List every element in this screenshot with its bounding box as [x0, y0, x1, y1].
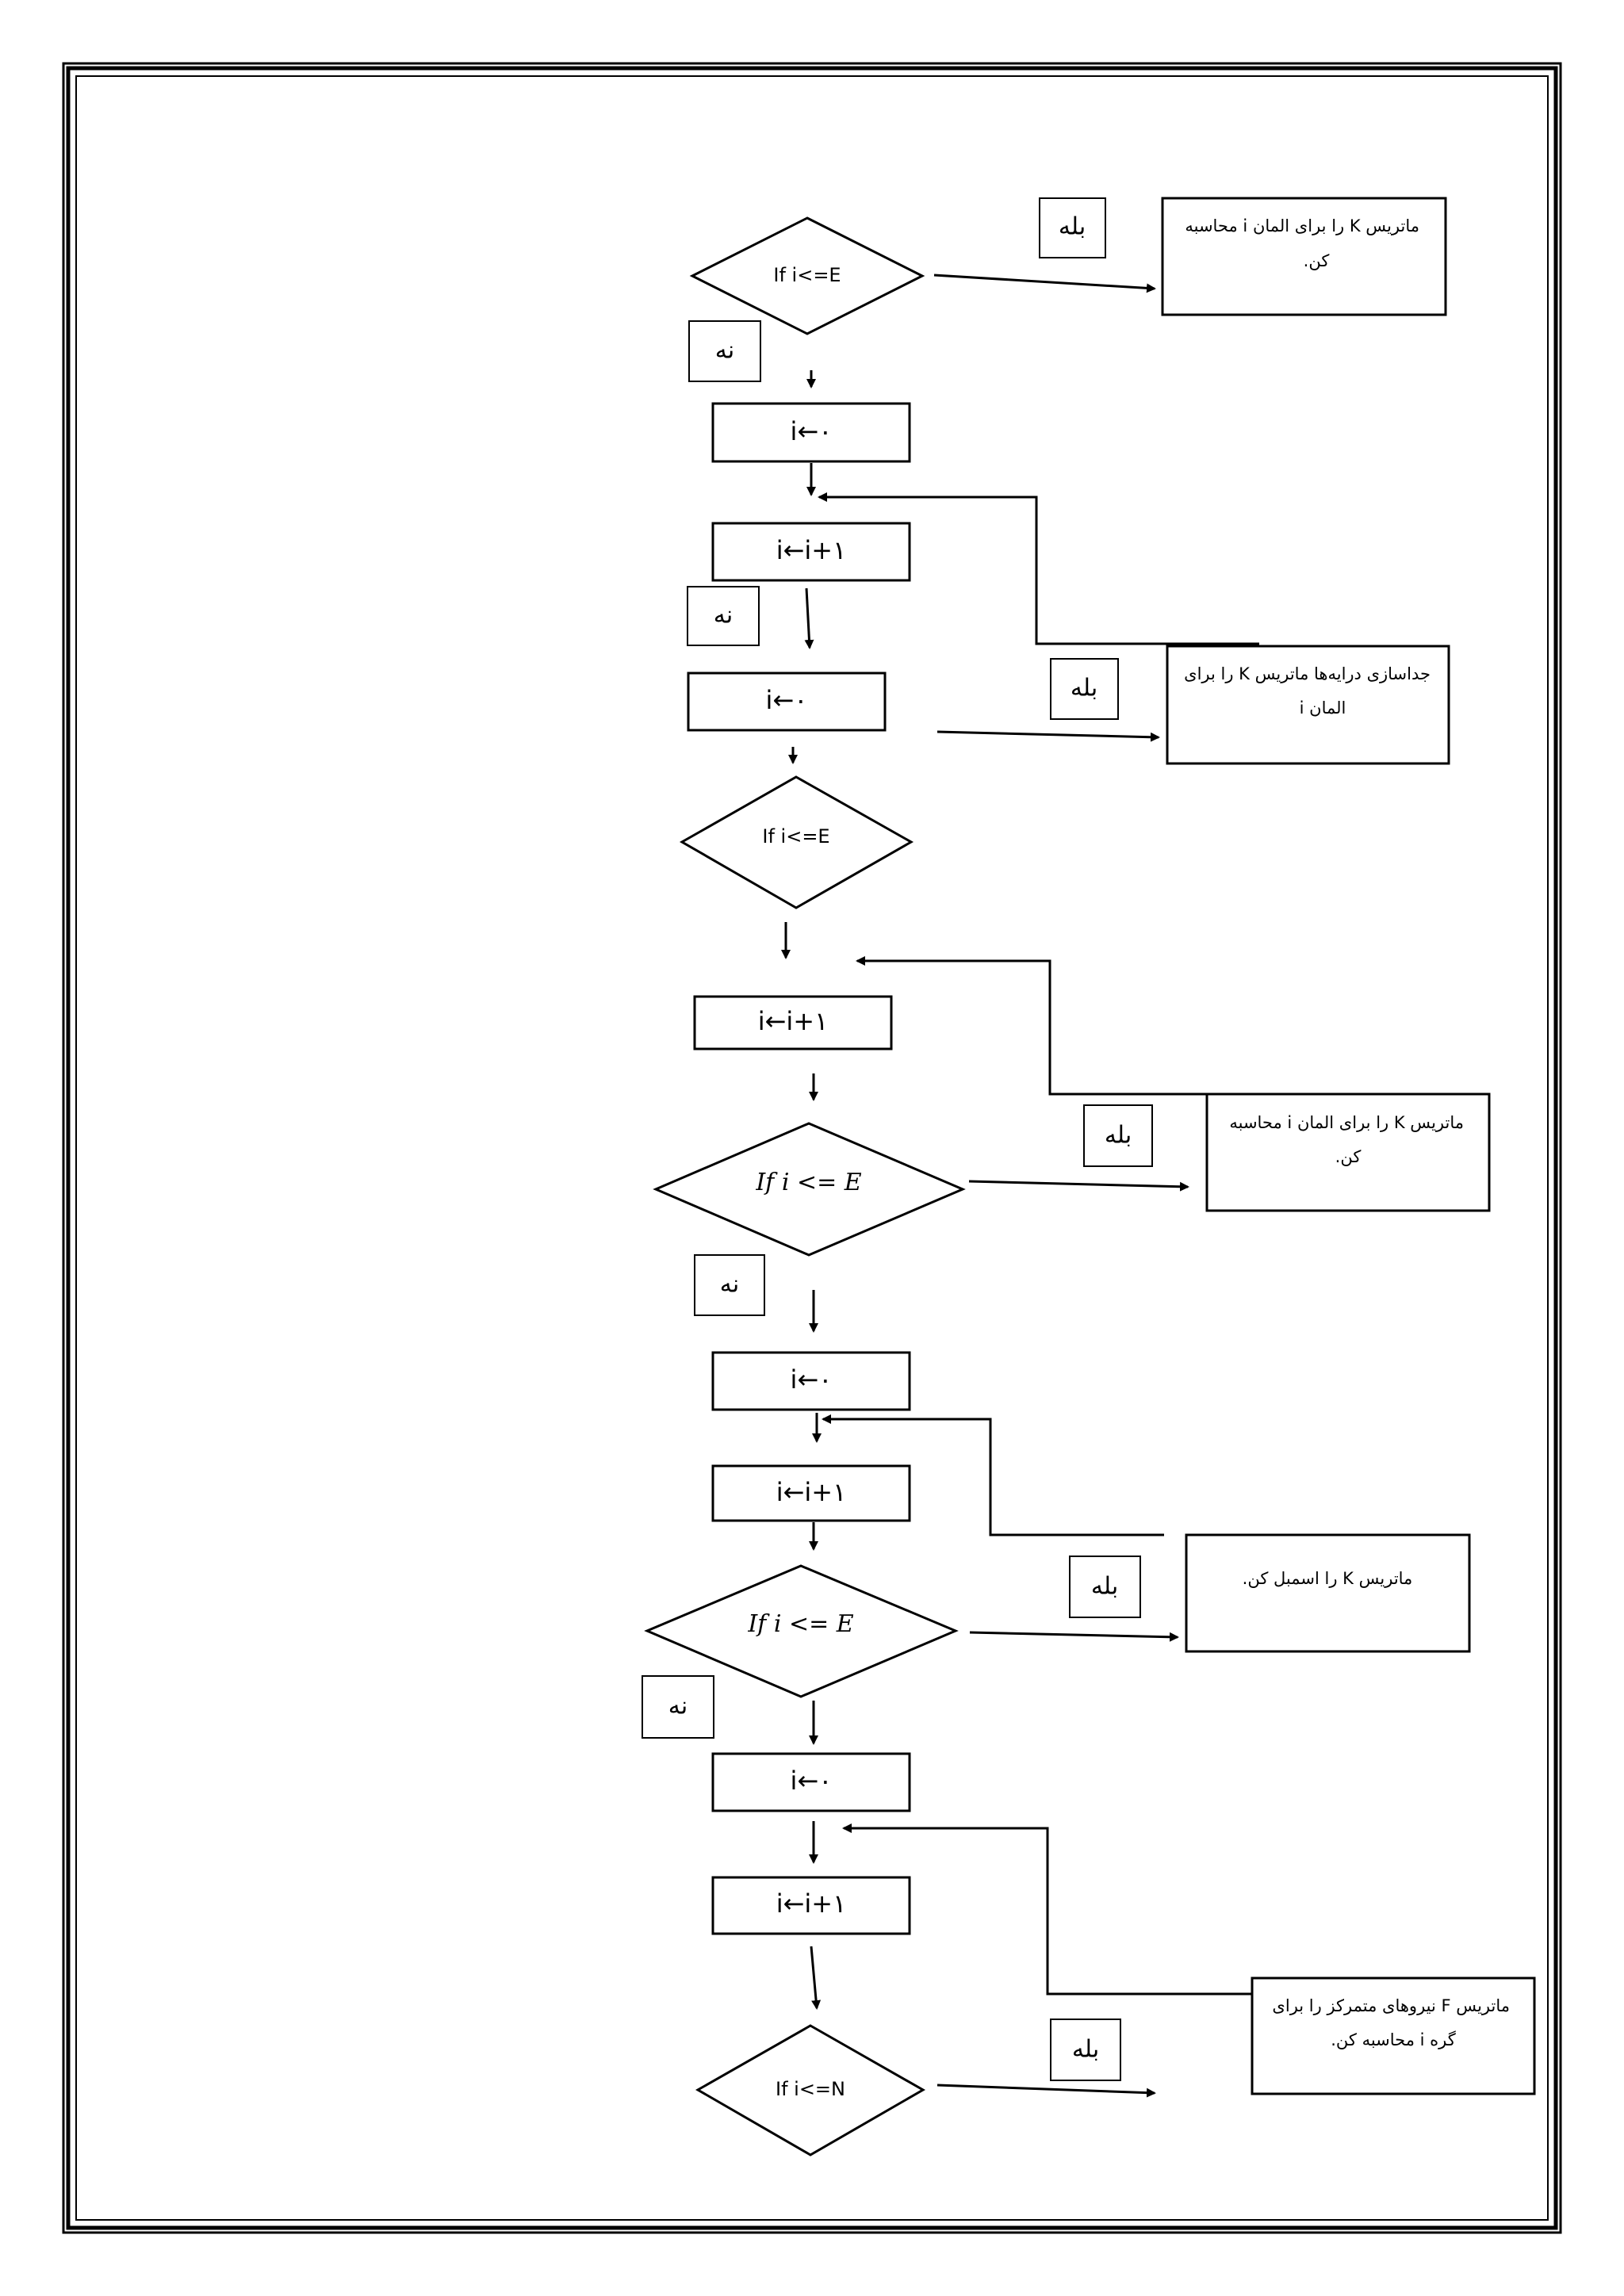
yes-label-text: بله: [1105, 1122, 1132, 1150]
yes-label-text: بله: [1072, 2036, 1099, 2064]
yes-label-text: بله: [1059, 213, 1086, 241]
process-8-label: i←i+۱: [776, 1888, 847, 1919]
process-3-label: i←۰: [766, 685, 808, 715]
process-7: i←۰: [711, 1752, 911, 1812]
decision-2-label: If i<=E: [762, 825, 829, 848]
decision-4-label: If i <= E: [747, 1610, 853, 1638]
process-2: i←i+۱: [711, 522, 911, 582]
process-8: i←i+۱: [711, 1876, 911, 1935]
process-3: i←۰: [687, 672, 887, 732]
decision-4: If i <= E: [644, 1564, 959, 1698]
arrow-yes-1: [933, 274, 1156, 293]
no-label-4: نه: [642, 1675, 714, 1739]
yes-label-text: بله: [1091, 1573, 1118, 1601]
no-label-1: نه: [688, 320, 761, 382]
side-box-3: ماتریس K را برای المان i محاسبه کن.: [1205, 1093, 1491, 1212]
decision-5-label: If i<=N: [776, 2078, 845, 2100]
process-6: i←i+۱: [711, 1464, 911, 1522]
yes-label-2: بله: [1050, 658, 1119, 720]
arrow-yes-2: [936, 730, 1160, 742]
yes-label-1: بله: [1039, 197, 1106, 258]
side-box-1-line-1: ماتریس K را برای المان i محاسبه: [1185, 216, 1419, 235]
loop-back-4: [842, 1823, 1251, 1996]
side-box-5-line-1: ماتریس F نیروهای متمرکز را برای: [1272, 1996, 1510, 2015]
loop-back-1: [818, 492, 1259, 645]
side-box-4-line-1: ماتریس K را اسمبل کن.: [1243, 1569, 1413, 1588]
arrow-yes-3: [968, 1180, 1189, 1192]
side-box-1-line-2: کن.: [1304, 251, 1330, 270]
process-4: i←i+۱: [693, 995, 893, 1050]
decision-1: If i<=E: [689, 216, 925, 335]
process-5-label: i←۰: [791, 1364, 833, 1395]
page-border: [62, 62, 1562, 2234]
side-box-1: ماتریس K را برای المان i محاسبه کن.: [1161, 197, 1447, 316]
side-box-2: جداسازی درایه‌ها ماتریس K را برای المان …: [1166, 645, 1450, 765]
no-label-3: نه: [694, 1254, 765, 1316]
decision-5: If i<=N: [695, 2024, 926, 2156]
side-box-3-line-1: ماتریس K را برای المان i محاسبه: [1229, 1113, 1464, 1132]
yes-label-5: بله: [1050, 2019, 1121, 2081]
side-box-4: ماتریس K را اسمبل کن.: [1185, 1533, 1471, 1653]
arrow-yes-5: [936, 2084, 1156, 2098]
process-4-label: i←i+۱: [758, 1006, 829, 1036]
no-label-text: نه: [668, 1693, 688, 1720]
process-7-label: i←۰: [791, 1766, 833, 1796]
no-label-2: نه: [687, 586, 760, 646]
decision-2: If i<=E: [679, 775, 914, 909]
side-box-3-line-2: کن.: [1335, 1147, 1362, 1166]
no-label-text: نه: [714, 602, 733, 629]
arrow-yes-4: [969, 1631, 1179, 1642]
arrow-down-3: [804, 587, 814, 649]
side-box-2-line-1: جداسازی درایه‌ها ماتریس K را برای: [1184, 664, 1431, 683]
process-6-label: i←i+۱: [776, 1477, 847, 1507]
no-label-text: نه: [715, 337, 734, 365]
yes-label-text: بله: [1071, 675, 1097, 702]
side-box-2-line-2: المان i: [1300, 698, 1346, 718]
yes-label-4: بله: [1069, 1556, 1141, 1618]
loop-back-2: [856, 956, 1206, 1096]
side-box-5: ماتریس F نیروهای متمرکز را برای گره i مح…: [1251, 1976, 1536, 2095]
decision-1-label: If i<=E: [773, 264, 841, 286]
side-box-5-line-2: گره i محاسبه کن.: [1331, 2030, 1456, 2049]
process-1: i←۰: [711, 402, 911, 463]
decision-3-label: If i <= E: [755, 1169, 861, 1196]
process-1-label: i←۰: [791, 416, 833, 446]
arrow-down-12: [810, 1946, 822, 2010]
loop-back-3: [822, 1414, 1164, 1536]
process-2-label: i←i+۱: [776, 535, 847, 565]
yes-label-3: بله: [1083, 1104, 1153, 1167]
no-label-text: نه: [720, 1271, 739, 1299]
decision-3: If i <= E: [653, 1122, 966, 1257]
process-5: i←۰: [711, 1351, 911, 1411]
